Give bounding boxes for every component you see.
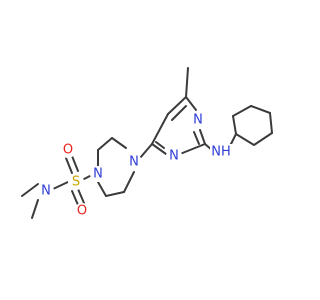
bond-pip-6 — [123, 171, 135, 193]
bond-npip-c4 — [139, 143, 153, 159]
bond-n-s — [52, 181, 69, 190]
bond-methyl-1 — [21, 183, 39, 197]
structure-canvas: N S O O N N N N NH — [21, 67, 273, 219]
bond-pip-4 — [97, 181, 107, 197]
bond-pyr-c4-c5 — [151, 113, 169, 145]
atom-n-pyrimidine-3: N — [169, 149, 179, 164]
bond-cy-2 — [232, 105, 252, 117]
atom-s: S — [72, 175, 80, 190]
atom-n-piperazine-left: N — [93, 167, 103, 182]
atom-n-piperazine-right: N — [129, 155, 139, 170]
bond-pyr-c5-c6-inner — [171, 105, 187, 121]
bond-methyl-2 — [31, 199, 39, 219]
bond-c6-methyl — [185, 67, 189, 98]
bond-pip-2 — [97, 137, 113, 151]
bond-pyr-n3-c4 — [151, 143, 167, 155]
bond-pyr-n1-c2-inner — [193, 131, 200, 145]
bond-cy-4 — [269, 112, 273, 134]
bond-s-o-up-a — [65, 157, 73, 174]
bond-cy-6 — [235, 133, 255, 146]
bond-layer — [21, 67, 273, 219]
bond-pyr-c2-n3 — [179, 143, 206, 155]
bond-pyr-c5-c6 — [167, 96, 187, 115]
atom-n-pyrimidine-1: N — [193, 113, 203, 128]
bond-pyr-c6-n1 — [185, 96, 197, 111]
bond-pyr-n1-c2 — [199, 129, 206, 145]
atom-n-sulfonamide: N — [41, 184, 51, 199]
bond-s-o-up-b — [71, 155, 79, 172]
bond-cy-3 — [250, 105, 271, 114]
bond-pip-3 — [111, 137, 127, 149]
bond-s-o-down-a — [71, 190, 79, 206]
atom-o-down: O — [77, 204, 87, 219]
bond-cy-5 — [253, 132, 273, 146]
atom-o-up: O — [63, 143, 73, 158]
bond-pyr-n3-c4-inner — [155, 141, 165, 149]
molecule-drawing: N S O O N N N N NH — [21, 67, 273, 219]
bond-s-o-down-b — [77, 188, 85, 204]
atom-nh: NH — [211, 145, 231, 160]
bond-s-npip — [83, 175, 91, 180]
atom-layer: N S O O N N N N NH — [38, 112, 232, 219]
bond-cy-1 — [232, 115, 237, 135]
bond-pip-5 — [105, 191, 125, 197]
